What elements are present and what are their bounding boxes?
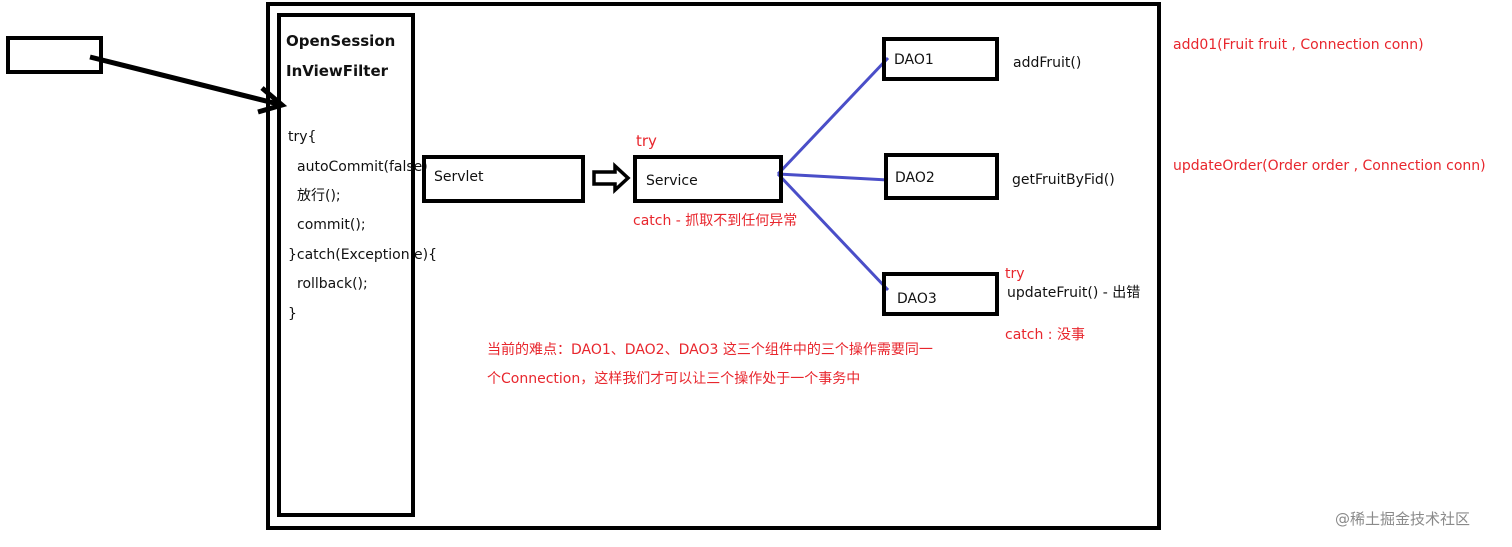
filter-code-line: rollback();	[297, 276, 368, 292]
dao1-label: DAO1	[894, 52, 934, 68]
dao3-method: updateFruit() - 出错	[1007, 285, 1141, 301]
dao3-try-label: try	[1005, 266, 1025, 282]
service-try-label: try	[636, 132, 657, 150]
filter-code-line: }	[288, 306, 297, 322]
add01-signature: add01(Fruit fruit , Connection conn)	[1173, 37, 1424, 53]
servlet-box	[422, 155, 585, 203]
dao3-catch-label: catch : 没事	[1005, 327, 1085, 343]
filter-title-line2: InViewFilter	[286, 62, 389, 80]
difficulty-note-line1: 当前的难点：DAO1、DAO2、DAO3 这三个组件中的三个操作需要同一	[487, 342, 933, 358]
service-label: Service	[646, 173, 698, 189]
watermark: @稀土掘金技术社区	[1335, 510, 1471, 528]
filter-code-line: 放行();	[297, 188, 341, 204]
servlet-label: Servlet	[434, 169, 484, 185]
dao2-box	[884, 153, 999, 200]
dao1-method: addFruit()	[1013, 55, 1082, 71]
dao2-label: DAO2	[895, 170, 935, 186]
filter-code-line: }catch(Exception e){	[288, 247, 438, 263]
filter-code-line: commit();	[297, 217, 366, 233]
filter-code-line: try{	[288, 129, 317, 145]
request-arrow	[89, 54, 279, 107]
dao2-method: getFruitByFid()	[1012, 172, 1115, 188]
filter-code-line: autoCommit(false)	[297, 159, 428, 175]
service-box	[633, 155, 783, 203]
filter-title-line1: OpenSession	[286, 32, 396, 50]
update-order-signature: updateOrder(Order order , Connection con…	[1173, 158, 1486, 174]
dao3-label: DAO3	[897, 291, 937, 307]
client-box	[6, 36, 103, 74]
service-catch-label: catch - 抓取不到任何异常	[633, 213, 798, 229]
dao3-box	[882, 272, 999, 316]
difficulty-note-line2: 个Connection，这样我们才可以让三个操作处于一个事务中	[487, 371, 861, 387]
outer-container	[266, 2, 1161, 530]
filter-box	[277, 13, 415, 517]
dao1-box	[882, 37, 999, 81]
